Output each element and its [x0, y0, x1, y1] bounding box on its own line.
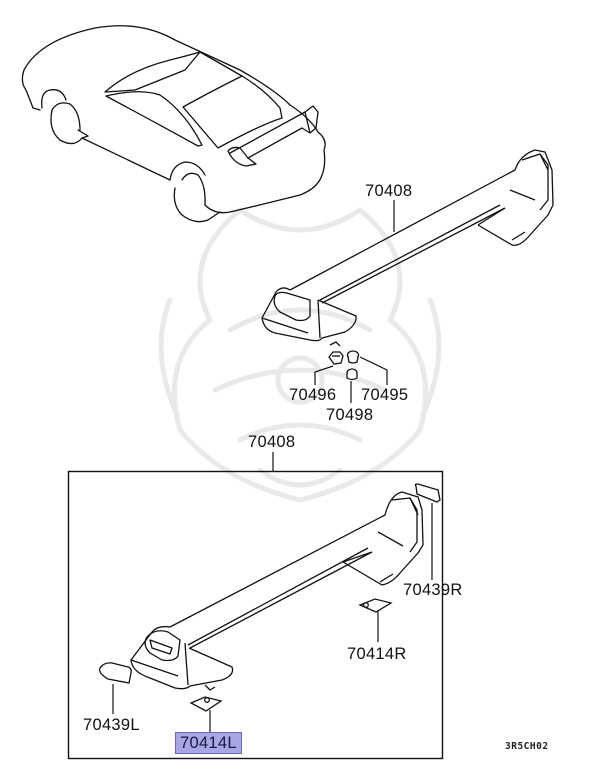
callout-70498[interactable]: 70498 [326, 406, 374, 424]
diagram-code: 3R5CH02 [505, 741, 549, 752]
lower-leaders [112, 503, 433, 733]
callout-70408-upper[interactable]: 70408 [365, 182, 413, 200]
watermark-emblem [158, 206, 442, 503]
callout-70439R[interactable]: 70439R [403, 581, 463, 599]
callout-70439L[interactable]: 70439L [83, 716, 140, 734]
car-illustration [21, 25, 326, 223]
callout-70414L-highlighted[interactable]: 70414L [175, 732, 242, 754]
end-cap-right [414, 483, 441, 503]
callout-70495[interactable]: 70495 [361, 386, 409, 404]
lower-spoiler-illustration [130, 491, 424, 691]
clips-illustration [328, 350, 360, 381]
end-cap-left [99, 662, 132, 684]
callout-70414R[interactable]: 70414R [347, 645, 407, 663]
upper-spoiler-illustration [261, 149, 554, 347]
lower-assembly-box [67, 470, 444, 760]
pad-right [358, 598, 393, 613]
pad-left [189, 696, 223, 712]
clip-leaders [314, 356, 388, 403]
callout-70408-lower[interactable]: 70408 [248, 433, 296, 451]
callout-70496[interactable]: 70496 [289, 386, 337, 404]
